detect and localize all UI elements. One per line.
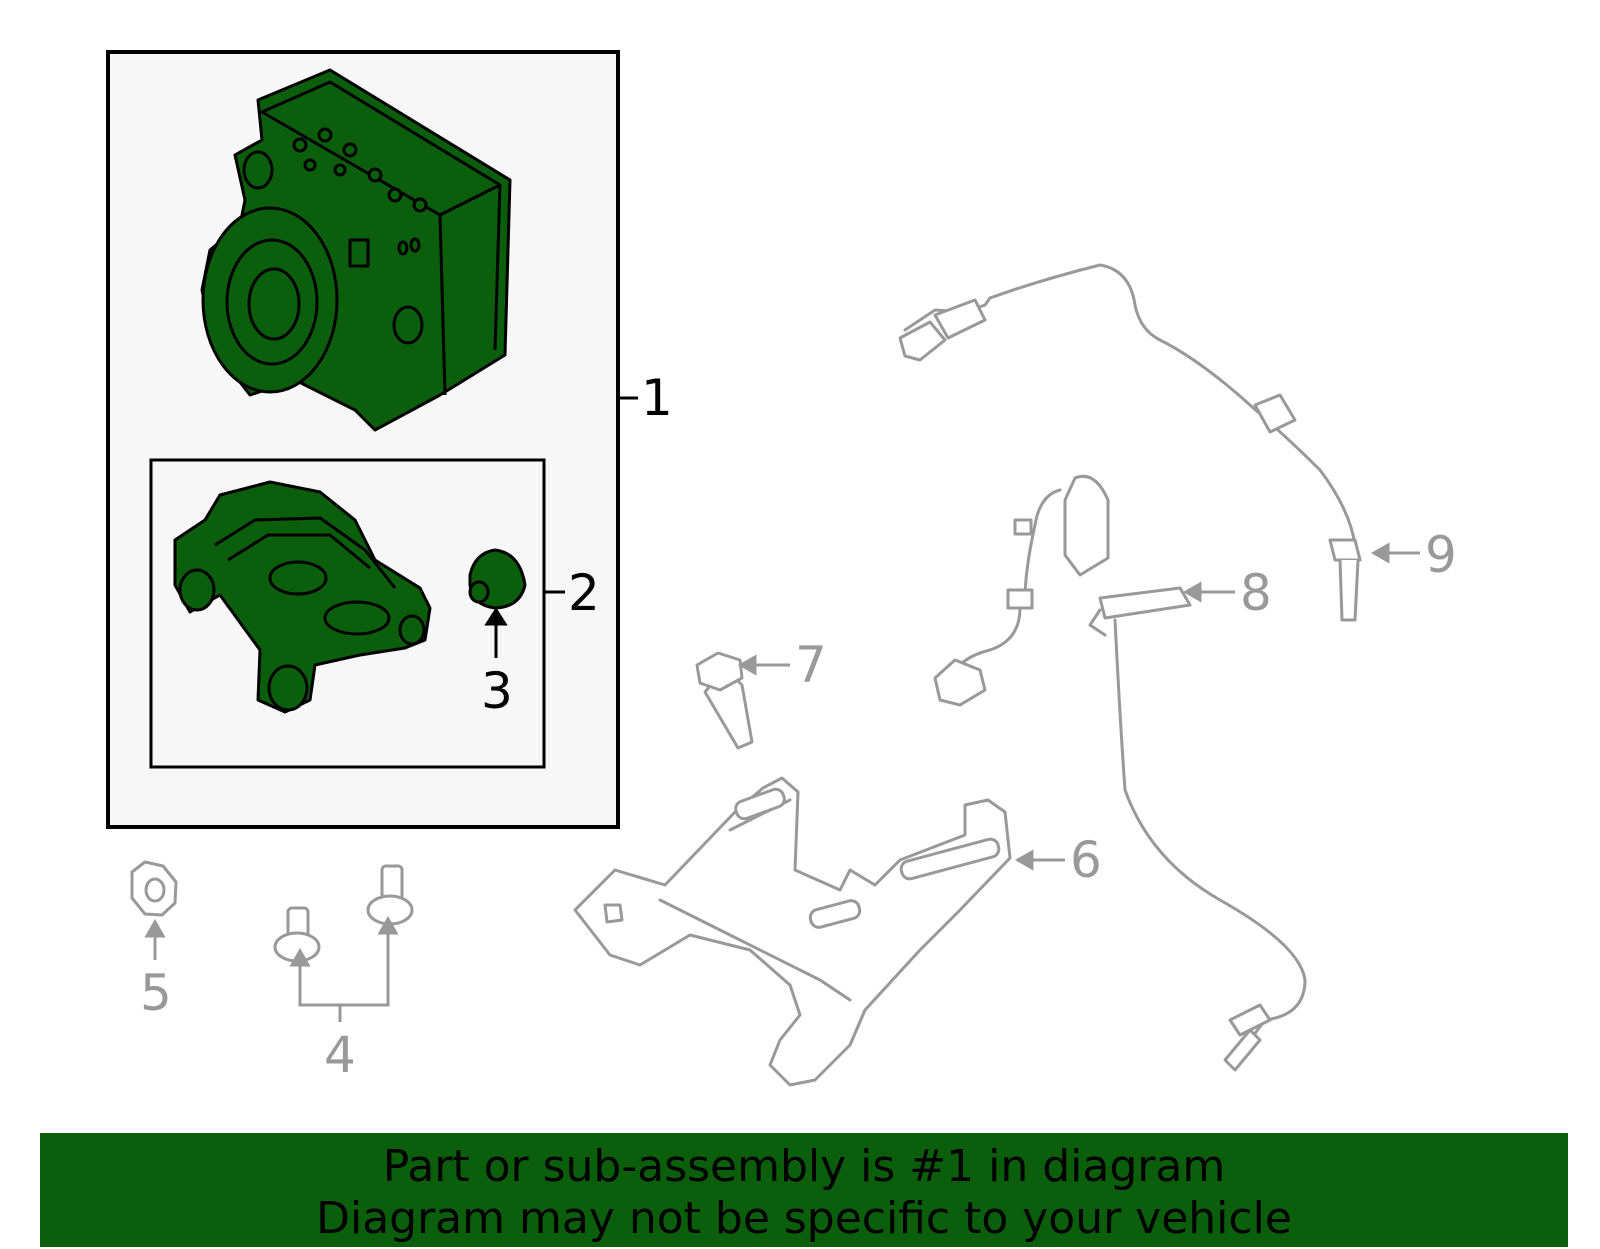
inactive-parts	[130, 263, 1362, 1087]
banner-line-2: Diagram may not be specific to your vehi…	[316, 1193, 1292, 1244]
callout-5: 5	[140, 964, 172, 1022]
wheel-speed-sensor-front-part	[933, 474, 1307, 1072]
callout-4: 4	[324, 1026, 356, 1084]
callout-7: 7	[795, 636, 827, 694]
callout-1: 1	[641, 369, 673, 427]
parts-diagram: 1 2 3 4 5 6 7 8 9	[106, 50, 1457, 1087]
abs-module-part[interactable]	[200, 68, 512, 432]
disclaimer-banner: Part or sub-assembly is #1 in diagram Di…	[40, 1133, 1568, 1247]
callout-3: 3	[481, 662, 513, 720]
callout-2: 2	[568, 564, 600, 622]
mounting-bracket-part	[573, 776, 1012, 1087]
bolt-7-part	[695, 651, 754, 750]
bolt-pair-part	[273, 864, 414, 963]
active-callout-leaders	[484, 396, 638, 658]
wheel-speed-sensor-rear-part	[898, 263, 1362, 622]
inactive-callout-leaders	[144, 542, 1420, 1022]
grommet-part[interactable]	[468, 548, 527, 610]
callout-6: 6	[1070, 831, 1102, 889]
abs-bracket-part[interactable]	[173, 480, 432, 714]
callout-8: 8	[1240, 564, 1272, 622]
callout-9: 9	[1425, 526, 1457, 584]
banner-line-1: Part or sub-assembly is #1 in diagram	[382, 1141, 1226, 1192]
